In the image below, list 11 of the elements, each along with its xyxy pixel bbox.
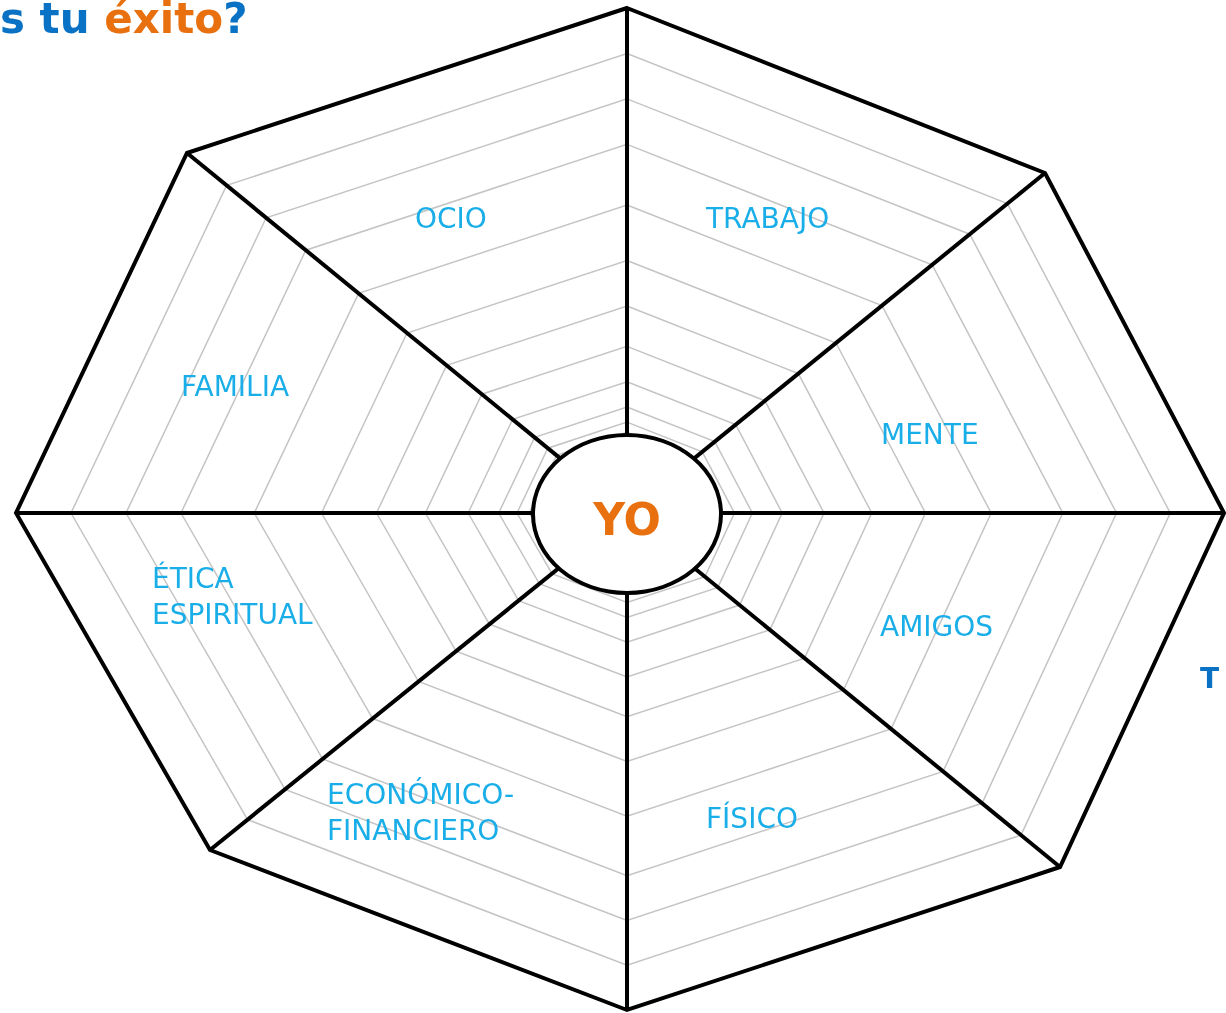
sector-label: TRABAJO bbox=[706, 201, 830, 237]
sector-label: OCIO bbox=[415, 201, 487, 237]
sector-label: ÉTICA ESPIRITUAL bbox=[152, 561, 314, 633]
sector-label: AMIGOS bbox=[880, 609, 994, 645]
center-label: YO bbox=[593, 495, 661, 545]
sector-label: MENTE bbox=[881, 417, 979, 453]
sector-label: FAMILIA bbox=[181, 369, 290, 405]
sector-label: ECONÓMICO- FINANCIERO bbox=[327, 777, 516, 849]
center-ellipse bbox=[531, 433, 723, 595]
sector-label: FÍSICO bbox=[706, 801, 798, 837]
letter-text: T bbox=[1200, 661, 1220, 697]
